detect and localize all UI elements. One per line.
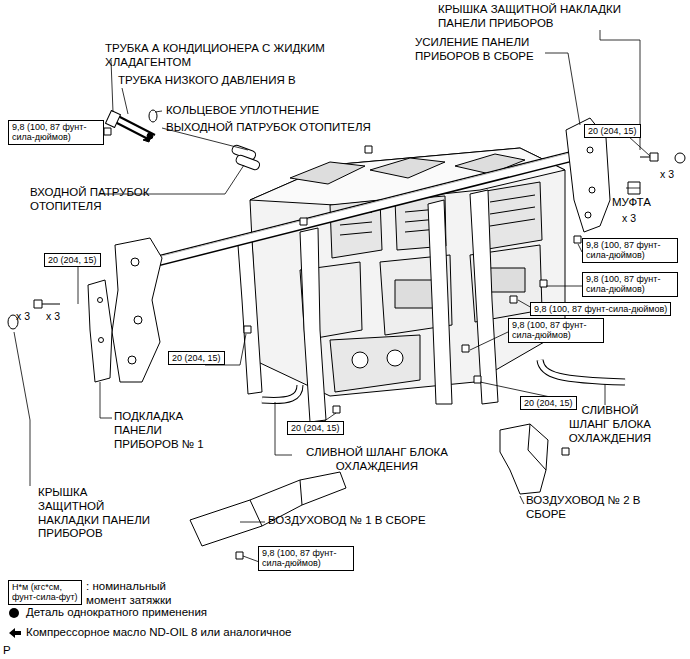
figure-code: P xyxy=(3,644,11,658)
torque-box: 9,8 (100, 87 фунт-сила-дюймов) xyxy=(508,318,604,343)
legend-row: Деталь однократного применения xyxy=(8,606,207,620)
torque-box: 9,8 (100, 87 фунт-сила-дюймов) xyxy=(582,272,678,297)
torque-box: 20 (204, 15) xyxy=(584,124,641,138)
torque-value: 20 (204, 15) xyxy=(172,353,221,363)
part-name: ВОЗДУХОВОД № 1 В СБОРЕ xyxy=(268,514,426,528)
torque-value: Н*м (кгс*см, фунт-сила-фут) xyxy=(12,582,78,603)
torque-box: 9,8 (100, 87 фунт-сила-дюймов) xyxy=(582,238,678,263)
part-name: ВЫХОДНОЙ ПАТРУБОК ОТОПИТЕЛЯ xyxy=(166,121,371,135)
part-name: УСИЛЕНИЕ ПАНЕЛИ ПРИБОРОВ В СБОРЕ xyxy=(415,36,543,64)
torque-value: 20 (204, 15) xyxy=(48,255,97,265)
torque-value: 9,8 (100, 87 фунт-сила-дюймов) xyxy=(12,122,100,143)
bullet-dot xyxy=(9,608,19,618)
legend-note: : номинальный момент затяжки xyxy=(86,580,186,608)
torque-value: 20 (204, 15) xyxy=(524,398,573,408)
torque-value: 9,8 (100, 87 фунт-сила-дюймов) xyxy=(586,274,674,295)
torque-box: 9,8 (100, 87 фунт-сила-дюймов) xyxy=(8,120,104,145)
legend-row: Компрессорное масло ND-OIL 8 или аналоги… xyxy=(8,626,291,640)
quantity-mark: x 3 xyxy=(16,310,30,323)
part-name: ВХОДНОЙ ПАТРУБОК ОТОПИТЕЛЯ xyxy=(30,186,170,214)
torque-box: 9,8 (100, 87 фунт-сила-дюймов) xyxy=(530,302,671,316)
legend-text: Компрессорное масло ND-OIL 8 или аналоги… xyxy=(26,626,291,638)
part-name: СЛИВНОЙ ШЛАНГ БЛОКА ОХЛАЖДЕНИЯ xyxy=(562,404,658,445)
quantity-mark: x 3 xyxy=(660,168,674,181)
torque-value: 9,8 (100, 87 фунт-сила-дюймов) xyxy=(586,240,674,261)
torque-value: 9,8 (100, 87 фунт-сила-дюймов) xyxy=(512,320,600,341)
single-use-bullet xyxy=(8,607,22,619)
torque-box: 20 (204, 15) xyxy=(168,351,225,365)
quantity-mark: x 3 xyxy=(46,310,60,323)
part-name: МУФТА xyxy=(612,196,651,210)
part-name: СЛИВНОЙ ШЛАНГ БЛОКА ОХЛАЖДЕНИЯ xyxy=(292,446,462,474)
torque-value: 20 (204, 15) xyxy=(588,126,637,136)
part-name: ПОДКЛАДКА ПАНЕЛИ ПРИБОРОВ № 1 xyxy=(114,410,214,451)
part-name: ТРУБКА НИЗКОГО ДАВЛЕНИЯ В xyxy=(118,74,296,88)
oil-arrow-symbol xyxy=(8,627,22,639)
arrow-shape xyxy=(9,628,21,638)
torque-value: 9,8 (100, 87 фунт-сила-дюймов) xyxy=(262,548,350,569)
torque-box: 20 (204, 15) xyxy=(287,421,344,435)
torque-value: 9,8 (100, 87 фунт-сила-дюймов) xyxy=(534,304,667,314)
torque-box: 20 (204, 15) xyxy=(44,253,101,267)
legend-text: Деталь однократного применения xyxy=(26,606,207,618)
torque-box: 20 (204, 15) xyxy=(520,396,577,410)
part-name: ТРУБКА А КОНДИЦИОНЕРА С ЖИДКИМ ХЛАДАГЕНТ… xyxy=(105,42,345,70)
quantity-mark: x 3 xyxy=(622,212,636,225)
torque-box: 9,8 (100, 87 фунт-сила-дюймов) xyxy=(258,546,354,571)
torque-value: 20 (204, 15) xyxy=(291,423,340,433)
legend-torque-box: Н*м (кгс*см, фунт-сила-фут) xyxy=(8,580,82,605)
part-name: КРЫШКА ЗАЩИТНОЙ НАКЛАДКИ ПАНЕЛИ ПРИБОРОВ xyxy=(438,3,653,31)
part-name: КОЛЬЦЕВОЕ УПЛОТНЕНИЕ xyxy=(166,104,319,118)
part-name: КРЫШКА ЗАЩИТНОЙ НАКЛАДКИ ПАНЕЛИ ПРИБОРОВ xyxy=(38,486,156,541)
part-name: ВОЗДУХОВОД № 2 В СБОРЕ xyxy=(526,494,644,522)
